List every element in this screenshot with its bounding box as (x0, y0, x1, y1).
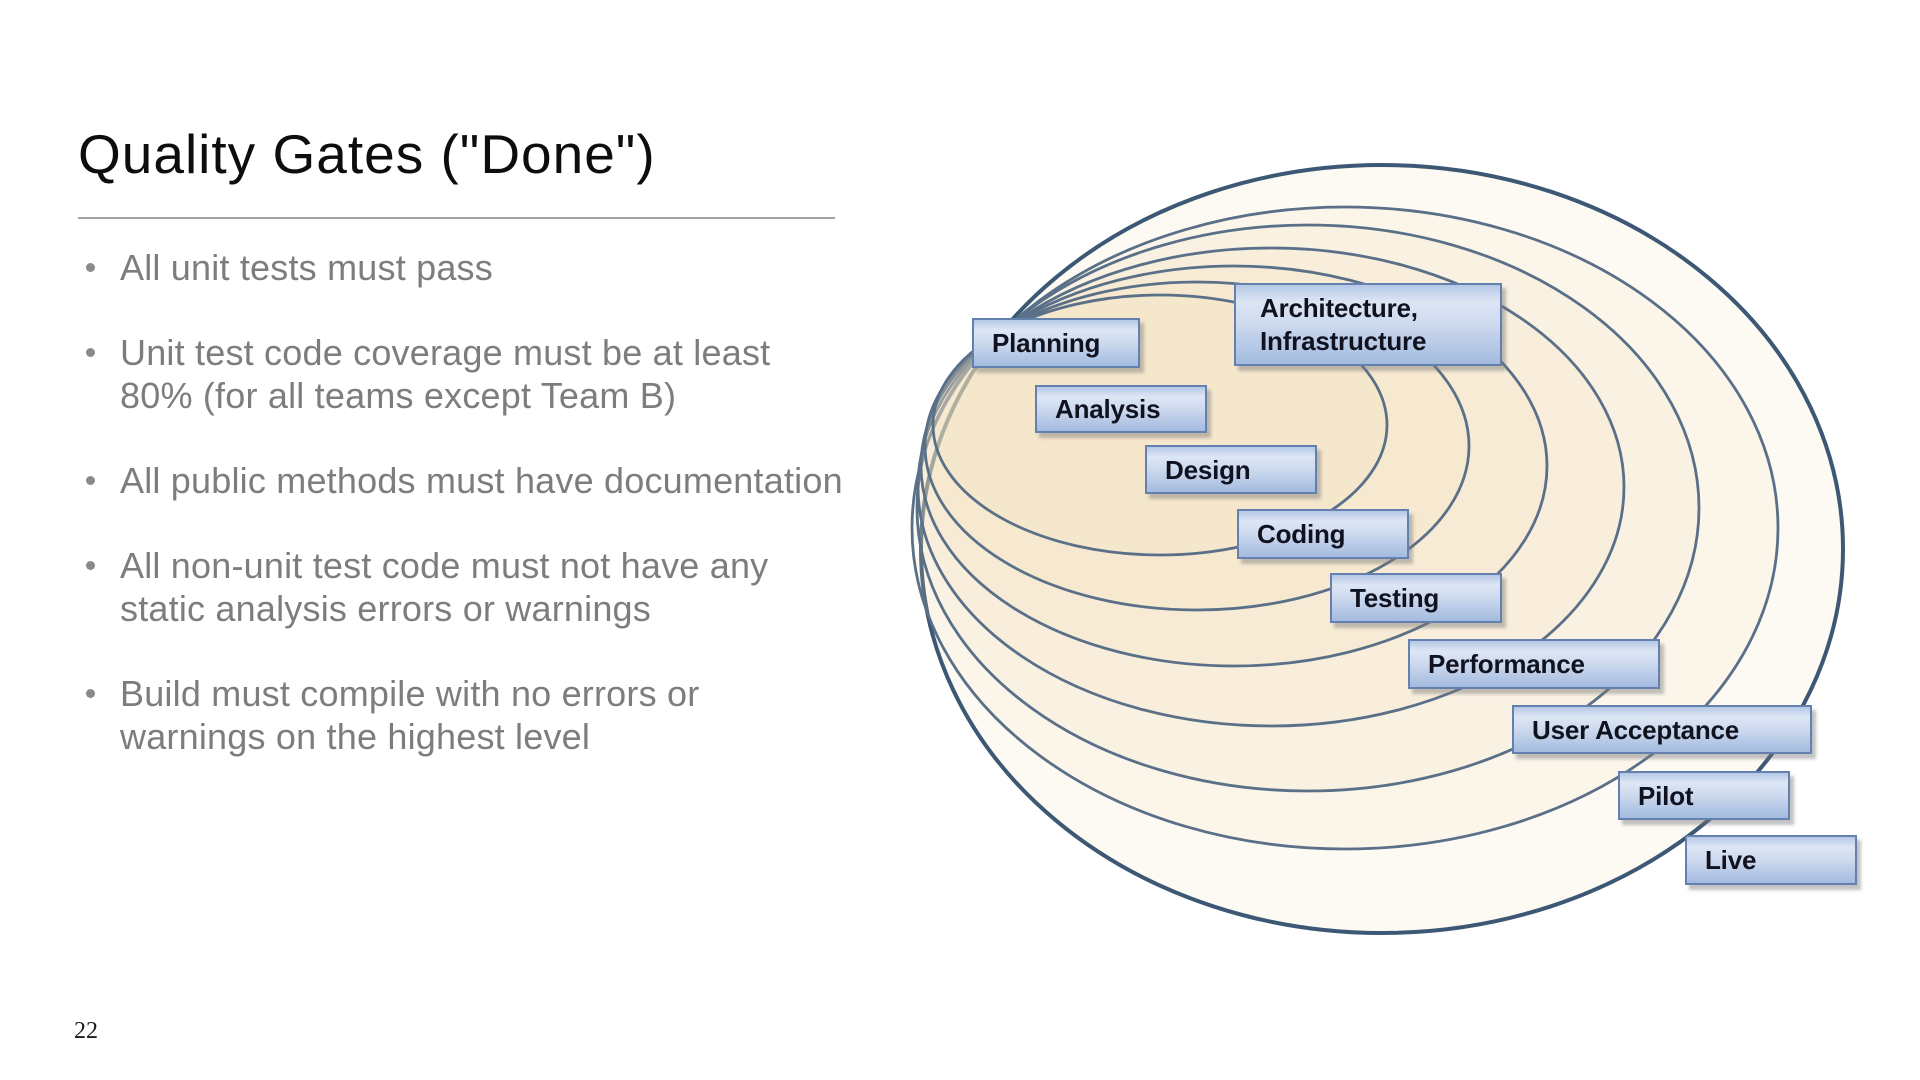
stage-label: User Acceptance (1532, 714, 1740, 745)
bullet-dot-icon (86, 348, 95, 357)
stage-box-design: Design (1145, 445, 1317, 494)
page-number: 22 (74, 1018, 98, 1044)
stage-label: Planning (992, 328, 1101, 358)
stage-box-live: Live (1685, 835, 1857, 885)
bullet-text: Build must compile with no errors or war… (120, 673, 700, 757)
bullet-text: All public methods must have documentati… (120, 460, 843, 501)
bullet-item: Build must compile with no errors or war… (86, 672, 896, 758)
bullet-text: All unit tests must pass (120, 247, 493, 288)
stage-box-architecture-infrastructure: Architecture, Infrastructure (1234, 283, 1502, 366)
stage-box-testing: Testing (1330, 573, 1502, 623)
stage-label: Coding (1257, 519, 1346, 549)
stage-label: Performance (1428, 649, 1585, 679)
title-divider (78, 217, 835, 219)
bullet-dot-icon (86, 689, 95, 698)
bullet-item: All unit tests must pass (86, 246, 896, 289)
bullet-text: All non-unit test code must not have any… (120, 545, 769, 629)
bullet-dot-icon (86, 561, 95, 570)
bullet-item: All non-unit test code must not have any… (86, 544, 896, 630)
bullet-dot-icon (86, 476, 95, 485)
stage-box-user-acceptance: User Acceptance (1512, 705, 1812, 754)
bullet-dot-icon (86, 263, 95, 272)
stage-label: Testing (1350, 583, 1440, 613)
stage-box-pilot: Pilot (1618, 771, 1790, 820)
stage-box-analysis: Analysis (1035, 385, 1207, 433)
bullet-item: Unit test code coverage must be at least… (86, 331, 896, 417)
stage-label: Analysis (1055, 394, 1161, 424)
stage-label: Architecture, Infrastructure (1260, 292, 1427, 356)
stage-label: Design (1165, 454, 1251, 485)
stage-box-performance: Performance (1408, 639, 1660, 689)
page-title: Quality Gates ("Done") (78, 123, 656, 185)
stage-label: Live (1705, 845, 1757, 875)
stage-box-coding: Coding (1237, 509, 1409, 559)
bullet-item: All public methods must have documentati… (86, 459, 896, 502)
stage-box-planning: Planning (972, 318, 1140, 368)
stage-label: Pilot (1638, 780, 1694, 811)
bullet-text: Unit test code coverage must be at least… (120, 332, 771, 416)
